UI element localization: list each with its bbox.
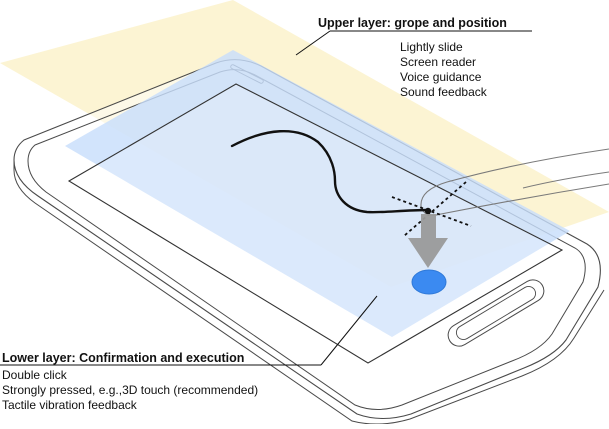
lower-layer-title: Lower layer: Confirmation and execution bbox=[2, 351, 245, 365]
touch-point bbox=[411, 269, 447, 295]
upper-label-leader bbox=[295, 30, 331, 56]
upper-layer-item-2: Screen reader bbox=[400, 55, 477, 69]
upper-layer-item-4: Sound feedback bbox=[400, 85, 487, 99]
lower-layer-item-2: Strongly pressed, e.g.,3D touch (recomme… bbox=[2, 383, 259, 397]
lower-layer-item-1: Double click bbox=[2, 368, 67, 382]
finger-lower-outline bbox=[522, 171, 609, 189]
crosshair-vertical bbox=[403, 181, 467, 237]
upper-layer-item-1: Lightly slide bbox=[400, 40, 463, 54]
crosshair-horizontal bbox=[391, 196, 472, 227]
upper-layer-title: Upper layer: grope and position bbox=[318, 16, 507, 30]
upper-layer-item-3: Voice guidance bbox=[400, 70, 482, 84]
lower-label-leader bbox=[320, 295, 378, 366]
lower-layer-plane bbox=[65, 50, 570, 337]
lower-layer-item-3: Tactile vibration feedback bbox=[2, 398, 137, 412]
upper-layer-items: Lightly slide Screen reader Voice guidan… bbox=[400, 40, 487, 100]
lower-layer-label-block: Lower layer: Confirmation and execution bbox=[2, 351, 244, 366]
finger-outline bbox=[420, 148, 609, 216]
touch-center-dot bbox=[424, 207, 432, 215]
press-arrow bbox=[408, 214, 448, 268]
upper-layer-label-block: Upper layer: grope and position bbox=[318, 16, 507, 31]
phone-screen bbox=[67, 83, 564, 364]
lower-layer-items: Double click Strongly pressed, e.g.,3D t… bbox=[2, 368, 258, 413]
finger-trajectory bbox=[230, 130, 430, 214]
home-button-inner bbox=[455, 285, 537, 341]
home-button-outer bbox=[447, 279, 545, 347]
